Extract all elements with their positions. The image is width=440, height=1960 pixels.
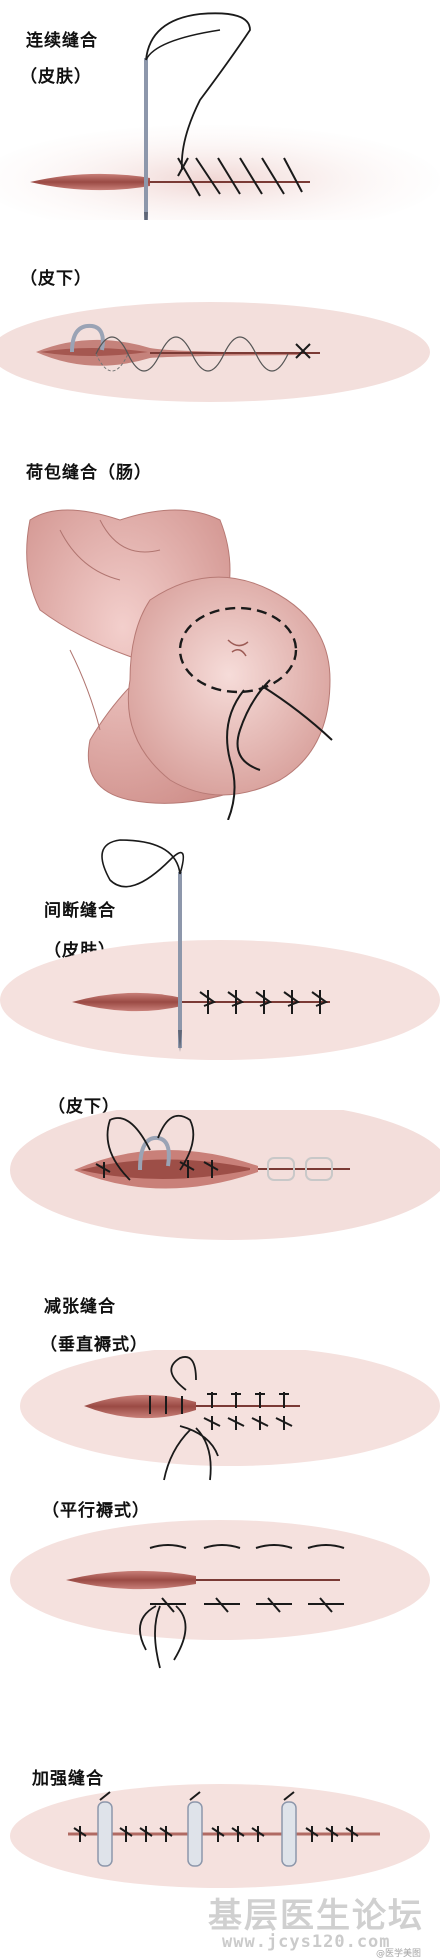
tension-bolsters (97, 1801, 297, 1867)
interrupted-stitches (199, 990, 329, 1014)
reinforce-stitches (73, 1791, 359, 1842)
watermark-credit: @医学美图 (376, 1949, 422, 1959)
stump-center (227, 639, 249, 657)
stitch-top (307, 1544, 345, 1549)
stitch-bottom (150, 1597, 186, 1613)
tension-horizontal-subtitle: （平行褥式） (42, 1501, 150, 1521)
stitch (199, 990, 217, 1014)
knot (295, 343, 311, 359)
stitch-bottom (256, 1597, 292, 1613)
stitch (149, 1396, 183, 1414)
thread (226, 689, 245, 820)
thread (101, 839, 185, 888)
continuous-subcut-illustration (0, 300, 440, 420)
stitch (255, 1392, 265, 1408)
stitch (283, 990, 301, 1014)
skin-area (20, 1350, 440, 1466)
thread (139, 1605, 187, 1669)
thread (145, 12, 251, 171)
knot (227, 1416, 245, 1430)
reinforce-illustration (0, 1780, 440, 1890)
interrupted-suture-title: 间断缝合 (44, 901, 116, 921)
subcut-loop (267, 1157, 295, 1181)
stitch-bottom (204, 1597, 240, 1613)
knot (275, 1416, 293, 1430)
stitch (255, 990, 273, 1014)
stitch (179, 1160, 195, 1178)
watermark-logo: 基层医生论坛 (208, 1896, 424, 1936)
tension-vertical-illustration (0, 1350, 440, 1490)
thread-over-sutures (177, 157, 303, 197)
skin-area (0, 125, 440, 220)
purse-string-illustration (0, 490, 440, 820)
continuous-skin-illustration (0, 0, 440, 220)
purse-string-dashed (178, 606, 298, 694)
thread (145, 29, 221, 61)
stitch-top (255, 1544, 293, 1549)
curved-needle (70, 323, 105, 353)
horizontal-mattress-stitches (149, 1544, 345, 1613)
stitch (231, 1392, 241, 1408)
thread (236, 679, 271, 771)
interrupted-subcut-illustration (0, 1110, 440, 1250)
interrupted-subcut-subtitle: （皮下） (48, 1097, 120, 1117)
needle-tip (178, 1030, 182, 1052)
stitch-top (149, 1544, 187, 1549)
skin-area (0, 940, 440, 1060)
stitch-bottom (308, 1597, 344, 1613)
stitch (95, 1162, 111, 1178)
tension-vertical-subtitle: （垂直褥式） (40, 1335, 148, 1355)
wound-incision (30, 173, 150, 191)
knot (203, 1416, 221, 1430)
wound-incision (72, 992, 182, 1012)
interrupted-skin-illustration (0, 820, 440, 1060)
tension-suture-title: 减张缝合 (44, 1297, 116, 1317)
continuous-subcut-subtitle: （皮下） (20, 269, 92, 289)
purse-string-title: 荷包缝合（肠） (26, 463, 152, 483)
continuous-skin-subtitle: （皮肤） (20, 67, 92, 87)
stitch (227, 990, 245, 1014)
stitch (311, 990, 329, 1014)
subcut-stitches (95, 1160, 219, 1178)
stitch (279, 1392, 289, 1408)
wound-incision (84, 1394, 196, 1419)
thread (106, 1114, 195, 1181)
knot (251, 1416, 269, 1430)
tension-horizontal-illustration (0, 1520, 440, 1670)
reinforce-suture-title: 加强缝合 (32, 1769, 104, 1789)
subcut-loop (305, 1157, 333, 1181)
skin-area (10, 1784, 430, 1888)
watermark-url: www.jcys120.com (222, 1932, 391, 1952)
thread (163, 1356, 219, 1481)
bolster (281, 1801, 297, 1867)
stitch (203, 1160, 219, 1178)
wound-incision (66, 1570, 196, 1590)
wound-center (40, 348, 148, 356)
intestine-stump (127, 576, 331, 796)
bolster (187, 1801, 203, 1867)
vertical-mattress-stitches (149, 1392, 293, 1430)
subcuticular-thread (95, 336, 289, 372)
stitch (207, 1392, 217, 1408)
continuous-suture-title: 连续缝合 (26, 31, 98, 51)
bolster (97, 1801, 113, 1867)
needle-tip (144, 212, 148, 220)
thread (261, 685, 333, 741)
intestine-fold (59, 519, 161, 731)
subcuticular-thread-lower (95, 353, 129, 372)
stitch-top (203, 1544, 241, 1549)
